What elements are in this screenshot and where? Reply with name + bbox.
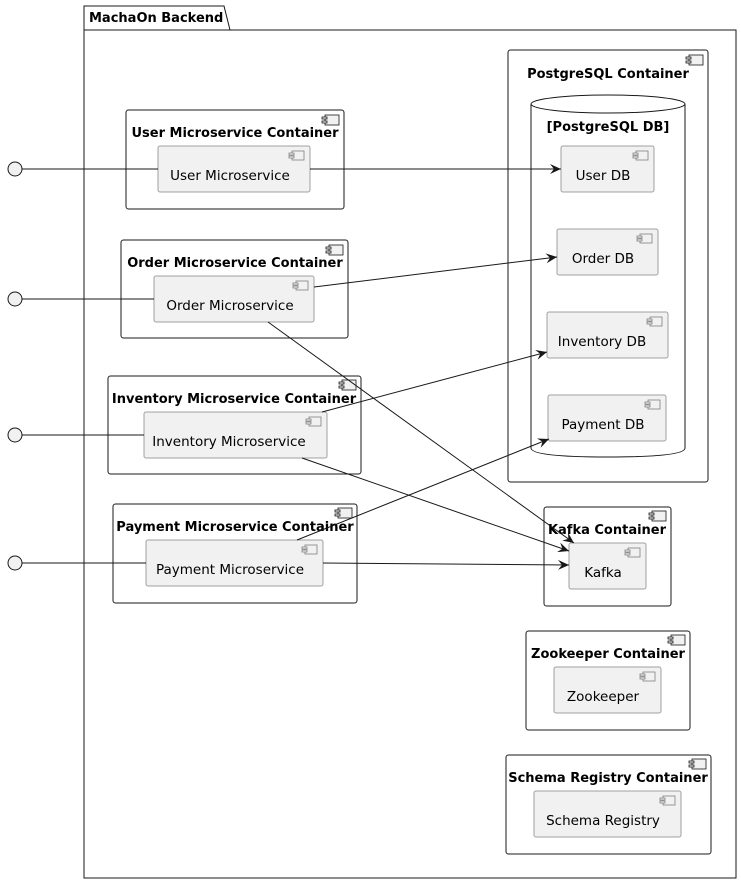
kafka-label: Kafka xyxy=(584,565,622,581)
schema-registry-container: Schema Registry Container Schema Registr… xyxy=(505,754,712,855)
postgres-container: PostgreSQL Container [PostgreSQL DB] Use… xyxy=(507,49,709,483)
package-title: MachaOn Backend xyxy=(89,11,223,26)
user-microservice-label: User Microservice xyxy=(170,168,290,184)
order-interface-circle xyxy=(7,291,23,307)
order-microservice-label: Order Microservice xyxy=(166,298,293,314)
order-container-title: Order Microservice Container xyxy=(127,256,343,271)
user-container-title: User Microservice Container xyxy=(131,126,339,141)
schema-registry-label: Schema Registry xyxy=(546,813,660,829)
component-icon xyxy=(685,54,704,66)
inventory-microservice-label: Inventory Microservice xyxy=(152,434,305,450)
kafka: Kafka xyxy=(568,542,647,590)
arrow-payment-to-paymentdb xyxy=(296,438,550,541)
arrow-inventory-to-kafka xyxy=(301,457,570,553)
payment-db: Payment DB xyxy=(547,394,667,442)
schema-registry-container-title: Schema Registry Container xyxy=(508,771,708,786)
zookeeper-container: Zookeeper Container Zookeeper xyxy=(525,630,691,731)
user-microservice: User Microservice xyxy=(157,145,311,193)
postgres-db-title: [PostgreSQL DB] xyxy=(547,120,670,135)
schema-registry: Schema Registry xyxy=(533,790,682,838)
order-microservice-container: Order Microservice Container Order Micro… xyxy=(120,239,349,339)
payment-container-title: Payment Microservice Container xyxy=(116,520,354,535)
payment-microservice: Payment Microservice xyxy=(145,539,324,587)
zookeeper-label: Zookeeper xyxy=(567,689,640,705)
arrow-inventory-to-inventorydb xyxy=(321,350,548,413)
inventory-container-title: Inventory Microservice Container xyxy=(112,392,357,407)
interfaces xyxy=(7,161,158,571)
inventory-interface-circle xyxy=(7,427,23,443)
payment-interface-circle xyxy=(7,555,23,571)
user-microservice-container: User Microservice Container User Microse… xyxy=(125,109,345,210)
inventory-db: Inventory DB xyxy=(546,311,669,359)
order-db-label: Order DB xyxy=(572,251,634,267)
kafka-container-title: Kafka Container xyxy=(548,523,667,538)
order-db: Order DB xyxy=(556,228,659,276)
payment-microservice-container: Payment Microservice Container Payment M… xyxy=(112,503,358,604)
arrow-payment-to-kafka xyxy=(322,559,570,570)
zookeeper-container-title: Zookeeper Container xyxy=(531,647,686,662)
order-microservice: Order Microservice xyxy=(153,275,315,323)
connections xyxy=(267,164,575,570)
inventory-db-label: Inventory DB xyxy=(558,334,646,350)
postgres-container-title: PostgreSQL Container xyxy=(527,67,689,82)
arrow-order-to-kafka xyxy=(267,321,575,544)
payment-microservice-label: Payment Microservice xyxy=(156,562,304,578)
user-db: User DB xyxy=(560,145,655,193)
user-interface-circle xyxy=(7,161,23,177)
payment-db-label: Payment DB xyxy=(561,417,644,433)
kafka-container: Kafka Container Kafka xyxy=(543,506,672,607)
inventory-microservice: Inventory Microservice xyxy=(143,411,328,459)
user-db-label: User DB xyxy=(576,168,631,184)
zookeeper: Zookeeper xyxy=(553,666,662,714)
inventory-microservice-container: Inventory Microservice Container Invento… xyxy=(107,375,362,475)
arrow-order-to-orderdb xyxy=(313,253,558,288)
